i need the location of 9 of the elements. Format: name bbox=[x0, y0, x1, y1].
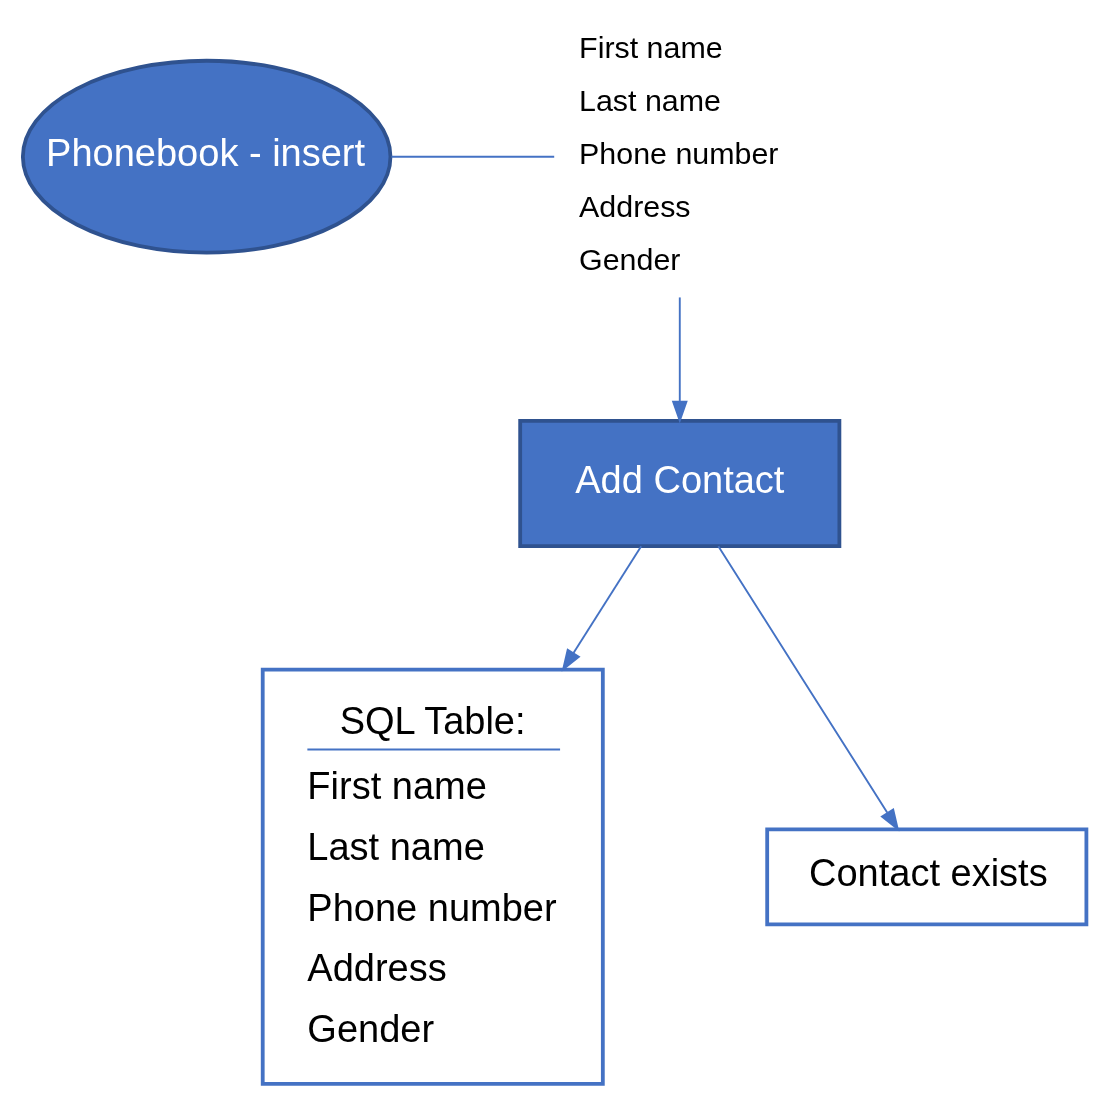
arrow bbox=[716, 545, 899, 832]
node-box: Contact exists bbox=[764, 827, 1088, 927]
node-box: Add Contact bbox=[517, 418, 841, 549]
arrow bbox=[671, 296, 688, 424]
arrow bbox=[561, 545, 642, 672]
connector bbox=[390, 155, 555, 158]
node-box: SQL Table: First name Last name Phone number Address Gender bbox=[260, 667, 605, 1086]
node-text: First name Last name Phone number Address Gender bbox=[578, 29, 778, 277]
node-ellipse: Phonebook - insert bbox=[20, 58, 392, 255]
